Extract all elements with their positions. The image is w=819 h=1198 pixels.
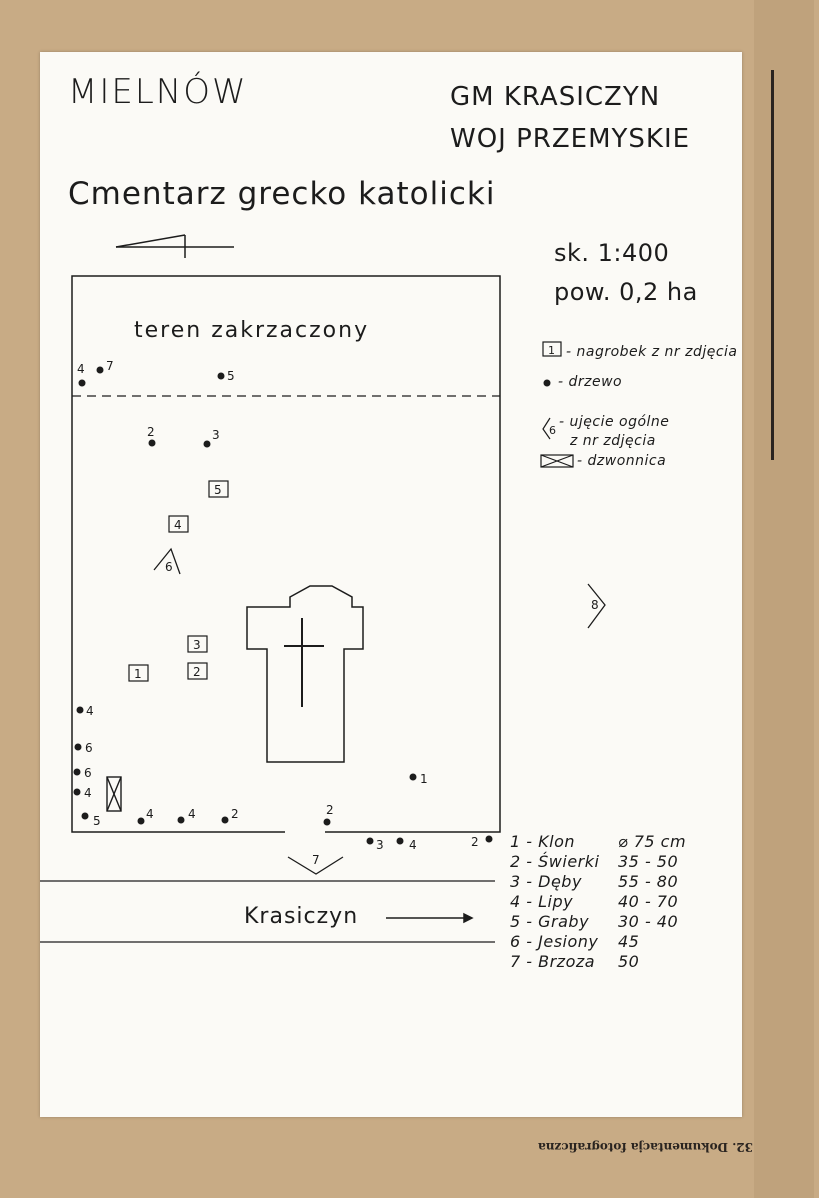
species-range: 50 [618, 952, 640, 971]
tree-label: 4 [86, 704, 94, 718]
cemetery-plan: 5 4 3 2 1 6 8 7 [40, 234, 606, 943]
grave-label: 2 [193, 665, 201, 679]
north-arrow-icon [115, 234, 234, 258]
species-label: 7 - Brzoza [510, 952, 596, 971]
place-title: MIELNÓW [68, 72, 248, 112]
species-label: 1 - Klon [510, 832, 575, 851]
species-label: 5 - Graby [510, 912, 590, 931]
grave-label: 1 [134, 667, 142, 681]
grave-label: 5 [214, 483, 222, 497]
overgrown-area-label: teren zakrzaczony [134, 318, 370, 343]
legend-tree-icon [543, 379, 551, 387]
view-label: 8 [591, 598, 599, 612]
tree-label: 4 [77, 362, 85, 376]
view-label: 7 [312, 853, 320, 867]
grave-label: 3 [193, 638, 201, 652]
species-label: 6 - Jesiony [510, 932, 599, 951]
species-label: 3 - Dęby [510, 872, 582, 891]
species-label: 2 - Świerki [510, 852, 600, 871]
species-range: 30 - 40 [618, 912, 679, 931]
tree-label: 2 [326, 803, 334, 817]
road-label: Krasiczyn [244, 904, 359, 929]
cross-icon [284, 618, 324, 707]
grave-label: 4 [174, 518, 182, 532]
legend-belfry-icon [540, 454, 574, 468]
tree-label: 4 [146, 807, 154, 821]
legend-grave-symbol: 1 [548, 344, 555, 357]
belfry-icon [106, 776, 122, 812]
map-subtitle: Cmentarz grecko katolicki [68, 176, 496, 212]
tree-label: 5 [93, 814, 101, 828]
legend-view-icon [542, 417, 551, 440]
page-caption: 32. Dokumentacja fotograficzna [538, 1140, 754, 1154]
tree-label: 2 [231, 807, 239, 821]
species-range: ⌀ 75 cm [618, 832, 687, 851]
legend-view-symbol: 6 [549, 424, 556, 437]
legend-tree-text: - drzewo [558, 374, 623, 390]
tree-label: 7 [106, 359, 114, 373]
tree-label: 4 [188, 807, 196, 821]
tree-label: 4 [409, 838, 417, 852]
tree-label: 5 [227, 369, 235, 383]
tree-label: 3 [376, 838, 384, 852]
tree-label: 2 [471, 835, 479, 849]
tree-label: 2 [147, 425, 155, 439]
species-range: 40 - 70 [618, 892, 679, 911]
legend-view-text: - ujęcie ogólne [559, 414, 670, 430]
legend-grave-text: - nagrobek z nr zdjęcia [566, 344, 738, 360]
card-border-line [771, 70, 774, 460]
tree-label: 4 [84, 786, 92, 800]
tree-label: 3 [212, 428, 220, 442]
tree-dots [73, 366, 493, 845]
species-range: 35 - 50 [618, 852, 679, 871]
church-outline [246, 585, 364, 763]
species-label: 4 - Lipy [510, 892, 574, 911]
tree-label: 6 [85, 741, 93, 755]
commune-label: GM KRASICZYN [450, 82, 661, 112]
road-direction-arrow-icon [386, 912, 474, 924]
species-range: 45 [618, 932, 640, 951]
area-label: pow. 0,2 ha [554, 278, 698, 306]
legend-grave-icon [542, 341, 562, 357]
tree-label: 6 [84, 766, 92, 780]
species-range: 55 - 80 [618, 872, 679, 891]
card-edge [754, 0, 814, 1198]
grave-markers [128, 480, 229, 682]
cemetery-boundary [71, 275, 501, 833]
view-marker-icon [153, 547, 606, 875]
legend-belfry-text: - dzwonnica [577, 453, 667, 469]
legend-view-text2: z nr zdjęcia [570, 433, 656, 449]
map-sheet: MIELNÓW GM KRASICZYN WOJ PRZEMYSKIE Cmen… [40, 52, 742, 1117]
tree-label: 1 [420, 772, 428, 786]
scale-label: sk. 1:400 [554, 239, 670, 267]
province-label: WOJ PRZEMYSKIE [450, 124, 691, 154]
view-label: 6 [165, 560, 173, 574]
